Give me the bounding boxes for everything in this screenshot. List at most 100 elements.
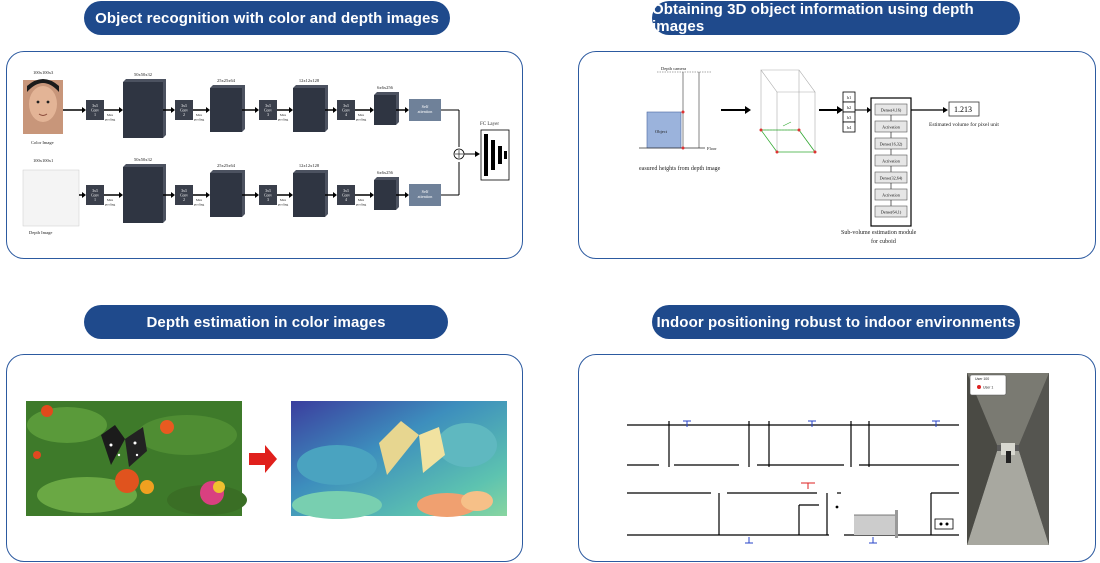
volume-caption: Estimated volume for pixel unit xyxy=(929,121,999,128)
dense-layer-box xyxy=(874,205,908,218)
cnn-architecture-diagram: 100x100x3 Color Image 100x100x1 Depth Im… xyxy=(22,70,510,235)
self-attention-block xyxy=(409,184,441,206)
panel-title-depth-estimation: Depth estimation in color images xyxy=(84,305,448,339)
height-input-label: h4 xyxy=(847,125,852,130)
feature-map-block xyxy=(374,180,396,210)
volume-value-box xyxy=(948,101,980,117)
depth-estimation-figure xyxy=(26,401,507,519)
room-area xyxy=(854,515,896,535)
conv-block xyxy=(259,100,277,120)
feature-map-dim: 50x50x32 xyxy=(134,72,152,77)
panel-depth-estimation xyxy=(6,354,523,562)
face-photo xyxy=(23,79,63,134)
object-label: Object xyxy=(655,129,668,134)
fc-layer-box xyxy=(480,129,510,181)
dim-depth-input: 100x100x1 xyxy=(33,158,53,163)
user-tag: User 1 xyxy=(983,386,993,390)
cuboid xyxy=(760,69,816,153)
floor-plan: User 100 User 1 xyxy=(627,373,1049,545)
user-marker xyxy=(801,482,815,489)
feature-map-dim: 50x50x32 xyxy=(134,157,152,162)
fc-layer-label: FC Layer xyxy=(480,122,499,127)
feature-map-dim: 6x6x256 xyxy=(377,170,394,175)
feature-map-dim: 25x25x64 xyxy=(217,78,236,83)
module-caption-1: Sub-volume estimation module xyxy=(841,230,917,236)
feature-map-block xyxy=(293,173,325,217)
feature-map-block xyxy=(293,88,325,132)
conv-block xyxy=(337,100,355,120)
feature-map-block xyxy=(374,95,396,125)
dense-stack: Dense(4,16)ActivationDense(16,32)Activat… xyxy=(874,103,908,218)
dense-layer-label: Dense(4,16) xyxy=(881,108,902,114)
user-header: User 100 xyxy=(975,377,989,381)
access-point-markers xyxy=(683,420,940,544)
depth-camera-label: Depth camera xyxy=(661,66,686,71)
depth-image xyxy=(22,169,80,227)
object-box xyxy=(646,111,682,149)
floor-plan-walls xyxy=(627,421,959,536)
dense-layer-label: Dense(32,64) xyxy=(880,176,903,182)
self-attention-block xyxy=(409,99,441,121)
feature-map-dim: 25x25x64 xyxy=(217,163,236,168)
dense-layer-label: Activation xyxy=(882,125,901,130)
color-image-caption: Color Image xyxy=(31,140,54,145)
device-icon xyxy=(934,518,954,530)
conv-block xyxy=(86,185,104,205)
panel-indoor-positioning: User 100 User 1 xyxy=(578,354,1096,562)
feature-map-dim: 6x6x256 xyxy=(377,85,394,90)
conv-block xyxy=(175,185,193,205)
feature-map-dim: 12x12x128 xyxy=(299,78,320,83)
feature-map-block xyxy=(123,82,163,138)
panel-title-indoor-positioning: Indoor positioning robust to indoor envi… xyxy=(652,305,1020,339)
module-caption-2: for cuboid xyxy=(871,238,896,245)
dense-layer-label: Activation xyxy=(882,159,901,164)
corridor-photo: User 100 User 1 xyxy=(967,373,1049,545)
conv-block xyxy=(337,185,355,205)
feature-map-block xyxy=(123,167,163,223)
dense-layer-label: Activation xyxy=(882,193,901,198)
panel-title-object-recognition: Object recognition with color and depth … xyxy=(84,1,450,35)
arrow-icon xyxy=(249,445,277,473)
panel-3d-object-info: Depth camera Object Floor easured height… xyxy=(578,51,1096,259)
depth-image-caption: Depth Image xyxy=(29,230,52,235)
dense-layer-label: Dense(64,1) xyxy=(881,210,902,216)
height-input-label: h1 xyxy=(847,95,852,100)
panel-object-recognition: 100x100x3 Color Image 100x100x1 Depth Im… xyxy=(6,51,523,259)
conv-block xyxy=(86,100,104,120)
feature-map-block xyxy=(210,88,242,132)
feature-map-block xyxy=(210,173,242,217)
butterfly-photo xyxy=(26,401,247,516)
volume-value: 1.213 xyxy=(954,105,972,114)
floor-label: Floor xyxy=(707,146,717,151)
panel-title-3d-object-info: Obtaining 3D object information using de… xyxy=(652,1,1020,35)
volume-estimation-diagram: Depth camera Object Floor easured height… xyxy=(639,66,999,245)
height-input-box xyxy=(842,121,856,133)
depth-map xyxy=(291,401,507,519)
conv-block xyxy=(175,100,193,120)
height-input-label: h3 xyxy=(847,115,852,120)
conv-block xyxy=(259,185,277,205)
feature-map-dim: 12x12x128 xyxy=(299,163,320,168)
dim-color-input: 100x100x3 xyxy=(33,70,54,75)
